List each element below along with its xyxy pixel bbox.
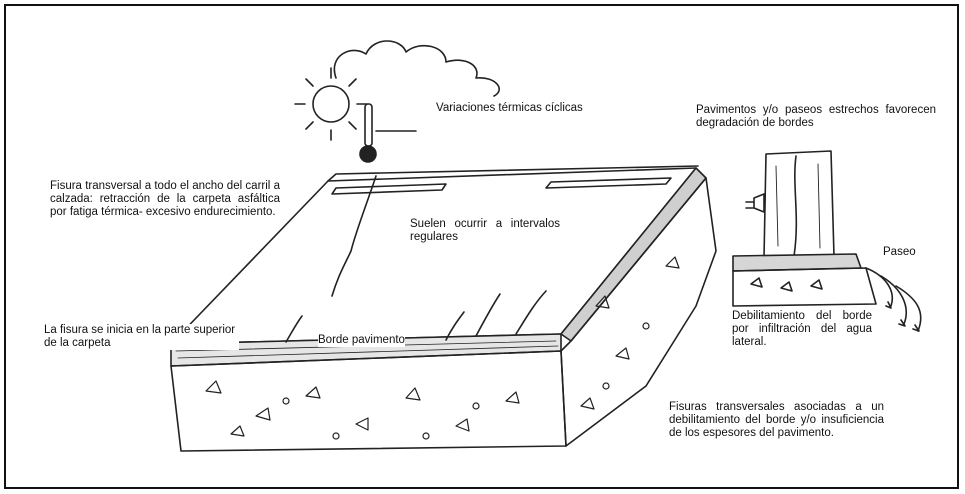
cloud-icon [334,41,499,96]
narrow-pavements-label: Pavimentos y/o paseos estrechos favorece… [696,104,936,130]
diagram-frame: Variaciones térmicas cíclicas Pavimentos… [4,4,959,489]
crack-origin-label: La fisura se inicia en la parte superior… [44,324,239,350]
cracked-post-icon [746,151,834,258]
regular-intervals-label: Suelen ocurrir a intervalos regulares [410,218,560,244]
thermal-variations-label: Variaciones térmicas cíclicas [436,102,606,115]
edge-weakening-label: Debilitamiento del borde por infiltració… [732,310,872,349]
pavement-edge-label: Borde pavimento [318,334,405,347]
transverse-crack-label: Fisura transversal a todo el ancho del c… [50,180,280,219]
edge-cracks-label: Fisuras transversales asociadas a un deb… [669,401,884,440]
shoulder-label: Paseo [883,246,916,259]
thermometer-icon [360,104,416,162]
sun-icon [295,68,367,140]
